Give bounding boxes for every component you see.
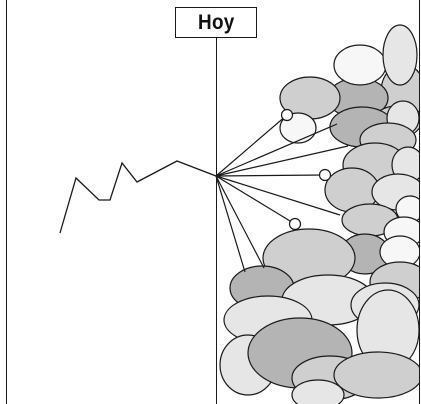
today-label: Hoy — [197, 10, 235, 34]
branch-ray — [215, 175, 341, 216]
scenario-branches — [215, 114, 349, 273]
diagram-frame — [6, 0, 420, 404]
branch-ray — [215, 175, 265, 269]
branch-node-icon — [280, 108, 294, 122]
branch-nodes — [280, 108, 332, 231]
scenario-bubble — [291, 379, 345, 404]
scenario-bubble-cluster — [219, 24, 419, 404]
branch-ray — [215, 145, 349, 177]
branch-ray — [215, 174, 326, 177]
today-divider-line — [216, 37, 218, 404]
scenario-bubble — [333, 351, 419, 399]
branch-node-icon — [318, 168, 332, 182]
branch-ray — [215, 114, 288, 177]
branch-ray — [215, 175, 246, 273]
scenario-bubble — [382, 24, 418, 86]
past-trajectory-line — [59, 160, 217, 234]
branch-ray — [215, 175, 296, 225]
branch-node-icon — [288, 217, 302, 231]
today-label-box: Hoy — [175, 7, 257, 38]
scenario-bubble — [333, 44, 387, 86]
branch-ray — [215, 123, 338, 177]
